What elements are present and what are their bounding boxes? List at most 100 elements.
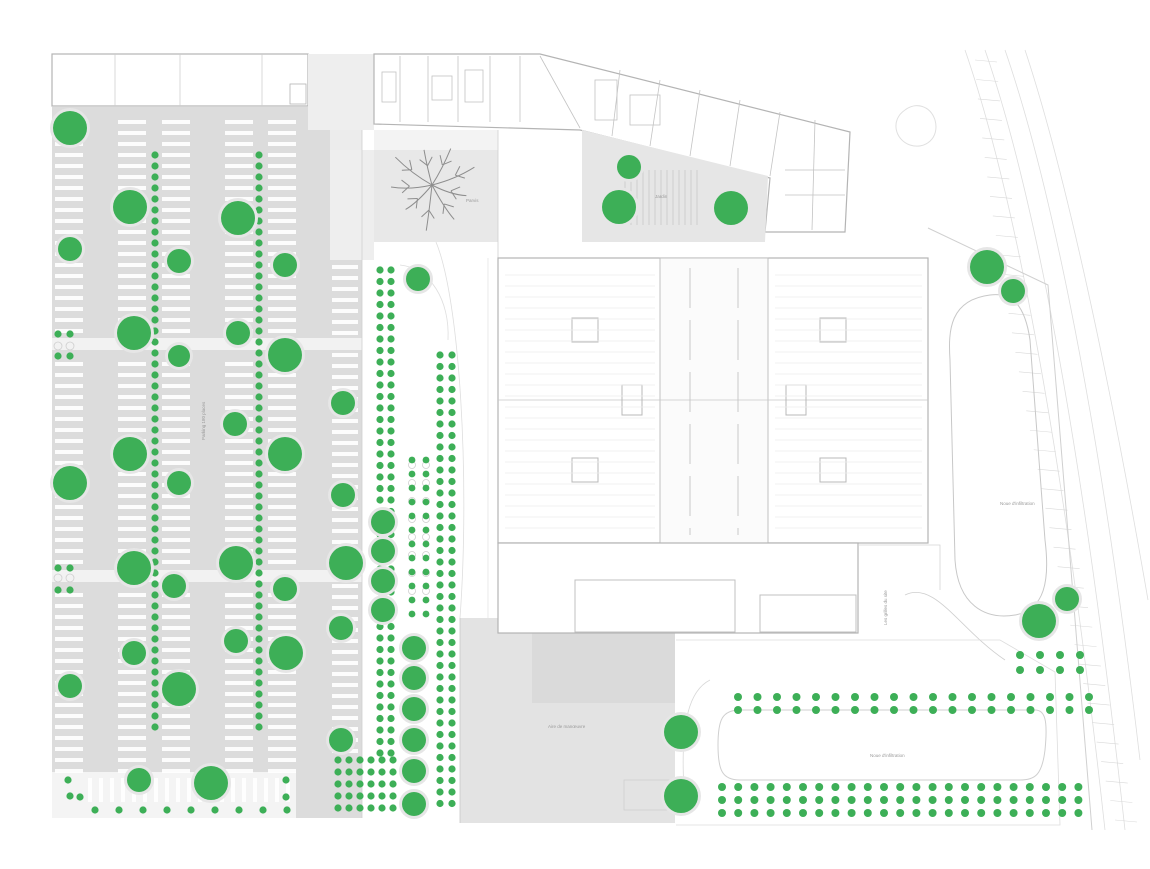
patio-label: Jardin: [655, 194, 668, 199]
parking-stall-stripe: [162, 626, 190, 630]
shrub: [387, 450, 395, 458]
tree: [114, 313, 154, 353]
shrub: [1025, 796, 1034, 804]
tree: [266, 633, 306, 673]
shrub: [151, 690, 159, 698]
parking-stall-stripe: [225, 538, 253, 542]
tree: [218, 198, 258, 238]
shrub: [448, 776, 456, 785]
tree: [124, 765, 154, 795]
parking-stall-stripe: [162, 296, 190, 300]
shrub: [1046, 706, 1054, 714]
parking-stall-stripe: [268, 681, 296, 685]
trees: [50, 108, 1082, 819]
shrub: [367, 756, 375, 764]
parking-stall-stripe: [225, 604, 253, 608]
rail-tie: [1011, 332, 1034, 336]
parking-stall-stripe: [268, 505, 296, 509]
main-hall: [497, 257, 929, 634]
shrub: [436, 385, 444, 394]
shrub: [255, 668, 263, 676]
shrub: [151, 151, 159, 159]
parking-stall-stripe: [118, 758, 146, 762]
shrub: [977, 783, 986, 791]
shrub: [1026, 706, 1035, 714]
shrub: [255, 712, 263, 720]
tree: [159, 669, 199, 709]
shrub: [376, 358, 384, 366]
tree-canopy: [53, 466, 87, 500]
parking-stall-stripe: [162, 307, 190, 311]
shrub: [387, 404, 395, 412]
tree: [399, 789, 429, 819]
shrub: [422, 582, 430, 590]
retention-label: Aire de manœuvre: [548, 724, 586, 729]
shrub: [345, 780, 353, 788]
shrub: [151, 635, 159, 643]
parking-stall-stripe: [268, 285, 296, 289]
tree-canopy: [168, 345, 190, 367]
parking-stall-stripe: [55, 285, 83, 289]
shrub: [376, 461, 384, 470]
parking-label: Parking 180 places: [201, 401, 206, 440]
shrub: [255, 327, 263, 335]
parking-stall-stripe: [268, 384, 296, 388]
shrub: [448, 535, 456, 543]
tree: [1052, 584, 1082, 614]
shrub: [831, 693, 840, 701]
parking-stall-stripe: [55, 615, 83, 619]
tree-branch: [390, 184, 433, 189]
shrub: [255, 723, 263, 731]
parking-stall-stripe: [118, 406, 146, 410]
tree-canopy: [223, 412, 247, 436]
parking-stall-stripe: [88, 778, 92, 802]
shrub: [367, 768, 375, 776]
shrub: [235, 806, 243, 814]
shrub: [750, 783, 759, 791]
shrub: [448, 362, 456, 371]
shrub: [448, 512, 456, 520]
tree: [265, 335, 305, 375]
tree: [599, 187, 639, 227]
shrub: [436, 604, 444, 612]
shrub: [422, 484, 430, 492]
parking-stall-stripe: [225, 714, 253, 718]
shrub: [66, 564, 74, 572]
shrub: [376, 277, 384, 286]
parking-stall-stripe: [55, 648, 83, 652]
shrub: [255, 624, 263, 632]
shrub: [792, 706, 801, 714]
shrub: [408, 610, 416, 618]
shrub: [734, 693, 742, 701]
shrub: [356, 780, 364, 788]
shrub: [387, 312, 395, 320]
shrub: [255, 536, 263, 544]
rail-tie: [1057, 566, 1080, 569]
rail-tie: [1033, 449, 1056, 453]
parking-stall-stripe: [225, 593, 253, 597]
shrub: [408, 498, 416, 506]
rail-tie: [1110, 800, 1133, 803]
shrub: [408, 526, 416, 534]
shrub: [387, 266, 395, 274]
tree-canopy: [219, 546, 253, 580]
rail-tie: [1083, 683, 1106, 686]
tree-twig: [419, 159, 428, 167]
shrub: [387, 335, 395, 343]
parking-stall-stripe: [118, 362, 146, 366]
shrub: [436, 454, 444, 463]
shrub: [870, 693, 879, 701]
tree-canopy: [273, 577, 297, 601]
shrub: [387, 645, 395, 654]
shrub: [255, 613, 263, 621]
shrub: [367, 780, 375, 788]
shrub: [422, 610, 430, 618]
shrub: [422, 568, 430, 576]
shrub: [718, 809, 726, 817]
parking-stall-stripe: [162, 637, 190, 641]
parking-stall-stripe: [162, 516, 190, 520]
parking-stall-stripe: [162, 197, 190, 201]
shrub: [929, 706, 937, 714]
parking-stall-stripe: [118, 670, 146, 674]
parking-stall-stripe: [225, 373, 253, 377]
